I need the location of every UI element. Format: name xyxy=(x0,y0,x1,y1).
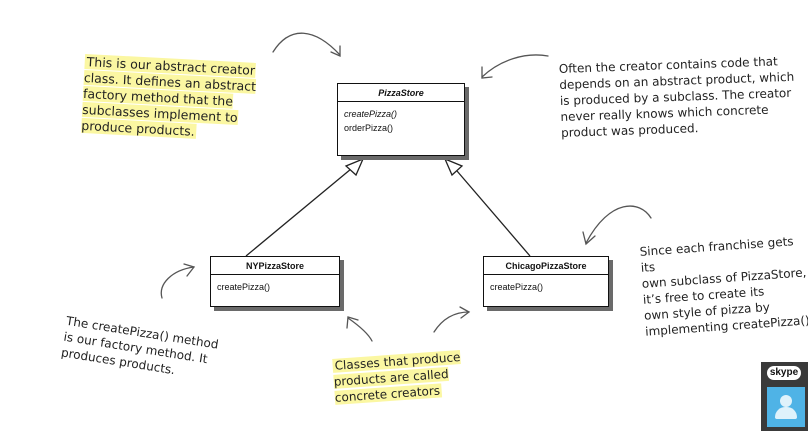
class-chicago-pizza-store: ChicagoPizzaStore createPizza() xyxy=(483,256,609,307)
inheritance-line-ny xyxy=(245,163,358,257)
method-create-pizza: createPizza() xyxy=(344,109,398,119)
class-pizza-store: PizzaStore createPizza() orderPizza() xyxy=(337,83,465,156)
note-text: Since each franchise gets its own subcla… xyxy=(639,234,808,339)
arrow-creator-code xyxy=(481,54,549,78)
class-name: NYPizzaStore xyxy=(211,257,339,275)
method-create-pizza: createPizza() xyxy=(217,282,271,292)
inheritance-line-chicago xyxy=(450,163,531,257)
class-name: PizzaStore xyxy=(338,84,464,102)
inheritance-arrowhead-chicago xyxy=(443,157,464,177)
note-arrows xyxy=(160,32,652,342)
note-franchise: Since each franchise gets its own subcla… xyxy=(638,216,808,340)
arrow-abstract-creator xyxy=(272,32,341,56)
note-concrete-creators: Classes that produce products are called… xyxy=(331,332,475,406)
user-avatar-icon[interactable] xyxy=(767,387,805,427)
arrowhead-abstract-creator xyxy=(330,45,341,58)
arrow-concrete-left xyxy=(347,317,373,342)
note-text: Often the creator contains code that dep… xyxy=(558,54,795,140)
arrowhead-franchise xyxy=(582,231,596,246)
note-text: Classes that produce products are called… xyxy=(332,350,461,405)
arrowhead-concrete-right xyxy=(459,306,471,319)
note-abstract-creator: This is our abstract creator class. It d… xyxy=(81,38,276,144)
method-order-pizza: orderPizza() xyxy=(344,123,394,133)
skype-logo-icon[interactable]: skype xyxy=(767,366,801,380)
arrow-factory-method xyxy=(160,266,195,299)
arrowhead-creator-code xyxy=(481,66,493,79)
arrow-franchise xyxy=(585,205,652,244)
skype-widget[interactable]: skype xyxy=(761,362,808,431)
arrowhead-concrete-left xyxy=(346,316,359,329)
arrow-concrete-right xyxy=(433,311,470,333)
class-name: ChicagoPizzaStore xyxy=(484,257,608,275)
note-text: This is our abstract creator class. It d… xyxy=(81,53,257,139)
class-ny-pizza-store: NYPizzaStore createPizza() xyxy=(210,256,340,307)
note-creator-code: Often the creator contains code that dep… xyxy=(558,36,808,141)
inheritance-arrowhead-ny xyxy=(344,157,365,177)
arrowhead-factory-method xyxy=(183,263,196,277)
method-create-pizza: createPizza() xyxy=(490,282,544,292)
